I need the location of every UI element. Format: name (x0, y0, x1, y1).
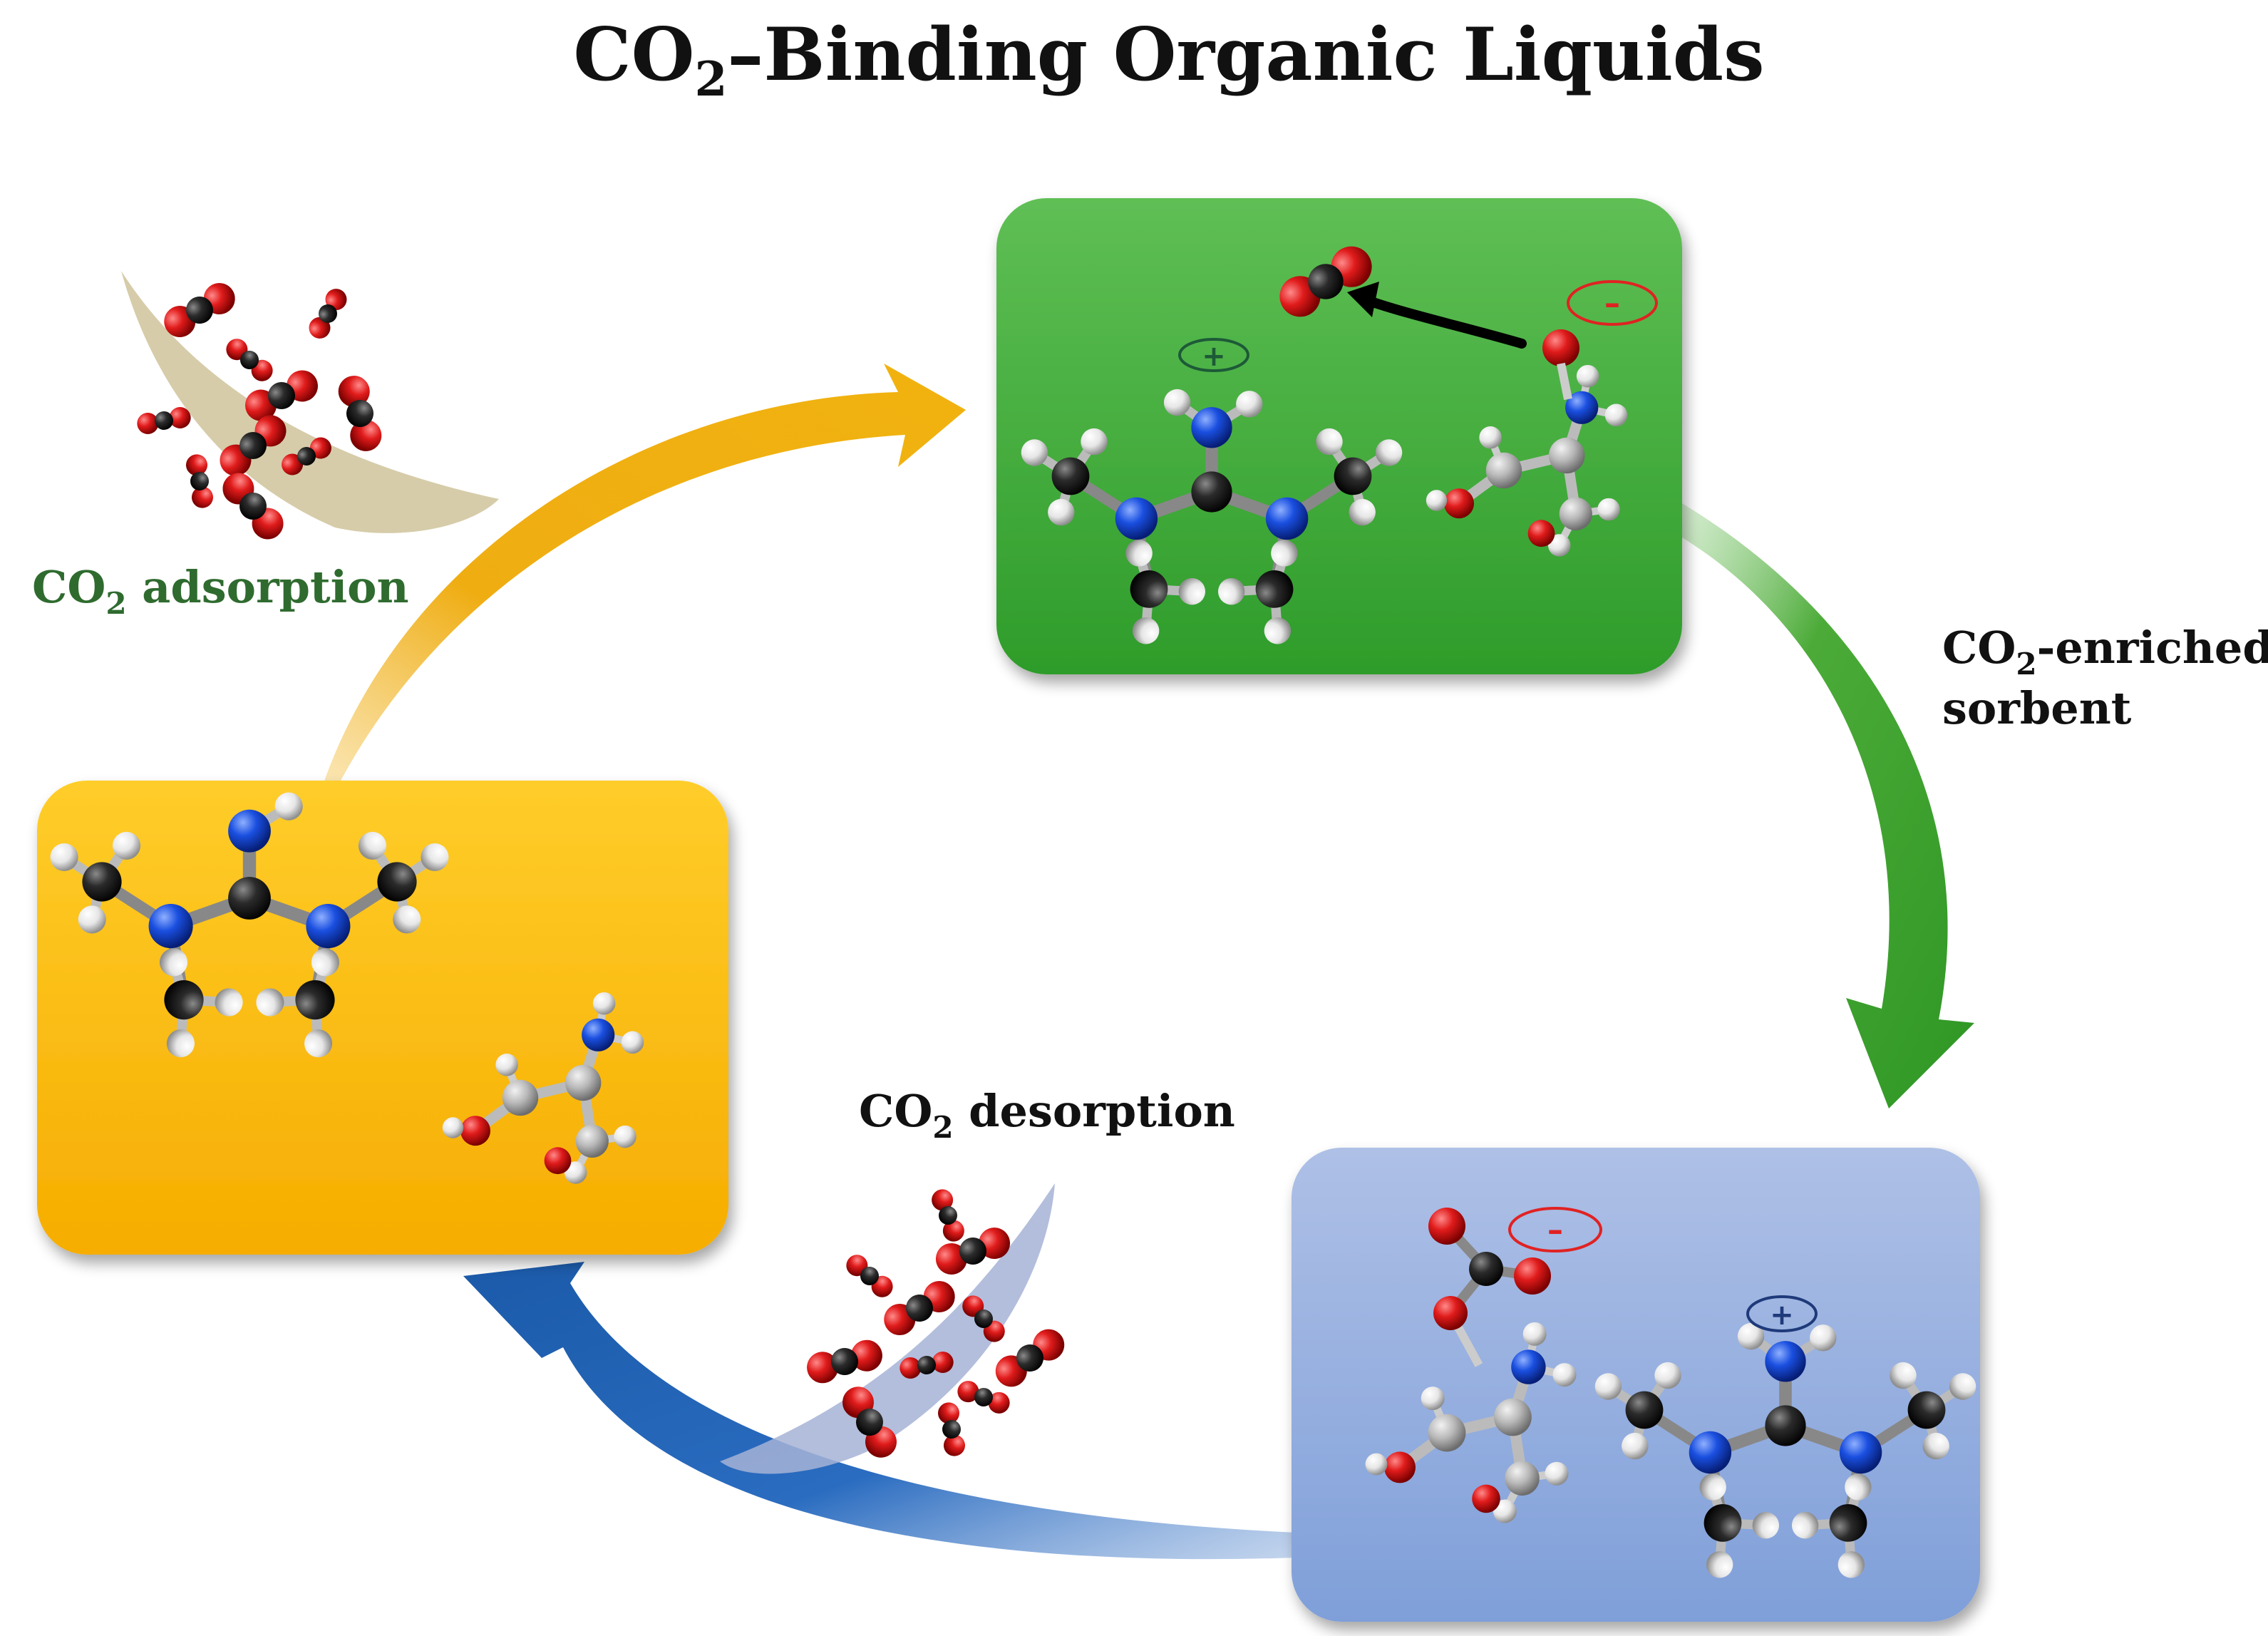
enriched-label-line1: CO2-enriched (1942, 622, 2268, 681)
desorption-label: CO2 desorption (859, 1085, 1235, 1145)
negative-charge-symbol-2: – (1547, 1212, 1563, 1248)
co2-adsorption-cloud (121, 271, 499, 546)
co2-capture-box: + – (996, 198, 1682, 674)
carbonate-group (1428, 1208, 1551, 1367)
free-sorbent-box (37, 781, 728, 1255)
enriched-label-line2: sorbent (1942, 682, 2132, 734)
positive-charge-badge-2: + (1746, 1295, 1818, 1332)
co2-desorption-cloud (720, 1183, 1071, 1474)
desorption-arrow (463, 1262, 1297, 1560)
attack-arrow (1360, 294, 1527, 349)
positive-charge-symbol-2: + (1770, 1299, 1794, 1332)
adsorption-arrow (321, 364, 966, 791)
negative-charge-badge: – (1567, 280, 1658, 326)
carbonate-salt-box: – + (1292, 1148, 1980, 1622)
positive-charge-badge: + (1178, 338, 1249, 373)
page-title: CO2–Binding Organic Liquids (573, 12, 1764, 107)
negative-charge-badge-2: – (1508, 1207, 1602, 1252)
positive-charge-symbol: + (1202, 340, 1226, 373)
negative-charge-symbol: – (1604, 285, 1620, 321)
enriched-arrow (1671, 499, 1974, 1108)
adsorption-label: CO2 adsorption (32, 561, 409, 621)
